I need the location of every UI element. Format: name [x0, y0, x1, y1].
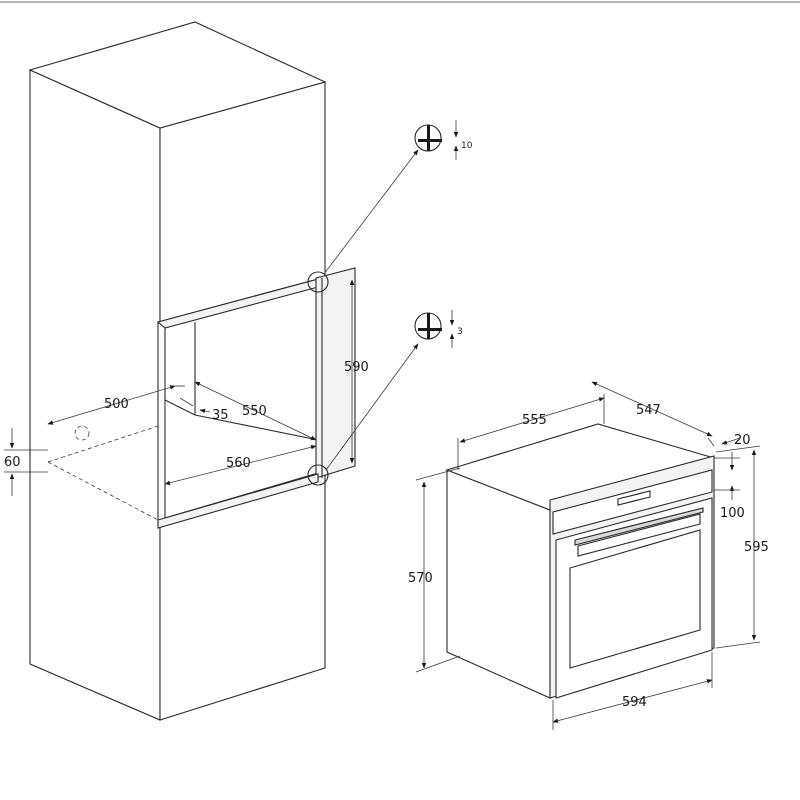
oven-control-panel: [552, 469, 713, 535]
dim-line-35: [199, 408, 211, 414]
niche-bottom-rim: [157, 473, 319, 529]
oven-handle-top: [574, 507, 704, 546]
detail-callouts: 10 3: [323, 120, 473, 471]
oven-dimensions: 555 547 20 100 595 570 594: [408, 381, 769, 730]
built-in-oven: [445, 423, 716, 699]
dim-label-570: 570: [408, 571, 433, 586]
callout-line-bottom: [325, 343, 419, 471]
dim-label-500: 500: [104, 397, 129, 412]
dim-label-60: 60: [4, 455, 21, 470]
dim-label-590: 590: [344, 360, 369, 375]
tall-cabinet: [28, 21, 356, 721]
cabinet-dimensions: 500 550 35 560 590 60: [4, 279, 369, 496]
dim-line-500: [47, 385, 176, 425]
dim-line-560: [164, 445, 317, 485]
dim-line-594: [552, 679, 713, 723]
dim-line-555: [459, 397, 605, 443]
dim-label-35: 35: [212, 408, 229, 423]
detail-circle-top: [307, 271, 329, 293]
dim-line-550: [194, 381, 317, 441]
cable-outlet-circle: [74, 425, 90, 441]
dim-label-560: 560: [226, 456, 251, 471]
oven-window: [569, 529, 701, 669]
dim-label-547: 547: [636, 403, 661, 418]
callout-line-top: [323, 149, 419, 275]
detail-label-10: 10: [461, 141, 473, 151]
cabinet-side-face: [29, 69, 161, 721]
oven-handle: [577, 513, 701, 557]
dim-line-20: [721, 437, 741, 445]
oven-display: [617, 490, 651, 506]
dim-label-20: 20: [734, 433, 751, 448]
dim-label-550: 550: [242, 404, 267, 419]
cabinet-top-face: [28, 21, 327, 129]
dim-label-594: 594: [622, 695, 647, 710]
floor-dash-back: [47, 425, 159, 463]
dim-label-555: 555: [522, 413, 547, 428]
detail-label-3: 3: [457, 327, 463, 337]
dim-line-547: [591, 381, 713, 437]
dim-label-100: 100: [720, 506, 745, 521]
dim-label-595: 595: [744, 540, 769, 555]
